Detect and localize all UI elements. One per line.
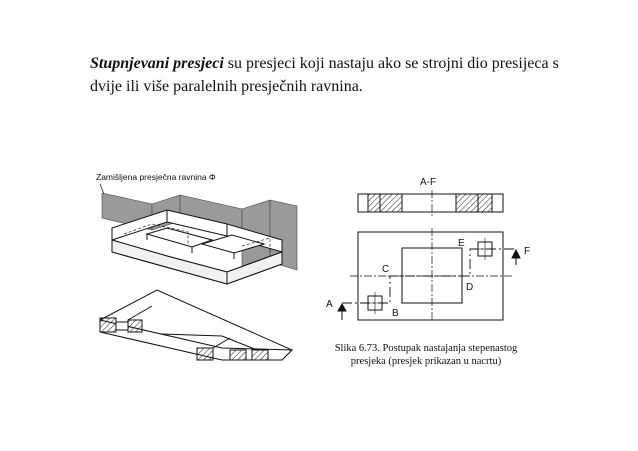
- label-d: D: [466, 282, 473, 293]
- plane-label: Zamišljena presječna ravnina Φ: [96, 172, 216, 182]
- isometric-part: [111, 209, 283, 285]
- intro-text: su presjeci koji nastaju ako se strojni …: [90, 55, 559, 95]
- isometric-figure: Zamišljena presječna ravnina Φ: [96, 172, 298, 361]
- section-title: A-F: [420, 177, 436, 188]
- top-view: [350, 228, 512, 322]
- label-f: F: [524, 246, 530, 257]
- label-a: A: [326, 299, 333, 310]
- caption-line-2: presjeka (presjek prikazan u nacrtu): [350, 356, 502, 367]
- cutting-plane: [101, 192, 298, 274]
- intro-paragraph: Stupnjevani presjeci su presjeci koji na…: [90, 52, 560, 98]
- view-arrows: [337, 248, 521, 320]
- plane-leader: [99, 183, 105, 195]
- intro-term: Stupnjevani presjeci: [90, 55, 224, 72]
- sectioned-half: [99, 289, 294, 361]
- caption-line-1: Slika 6.73. Postupak nastajanja stepenas…: [334, 343, 518, 354]
- cutting-path: [342, 248, 516, 304]
- figure-caption: Slika 6.73. Postupak nastajanja stepenas…: [320, 342, 532, 368]
- label-e: E: [458, 238, 465, 249]
- label-b: B: [392, 308, 399, 319]
- section-view: [357, 190, 504, 218]
- hidden-section-lines: [123, 223, 271, 254]
- label-c: C: [382, 264, 389, 275]
- orthographic-figure: A-F: [326, 177, 530, 322]
